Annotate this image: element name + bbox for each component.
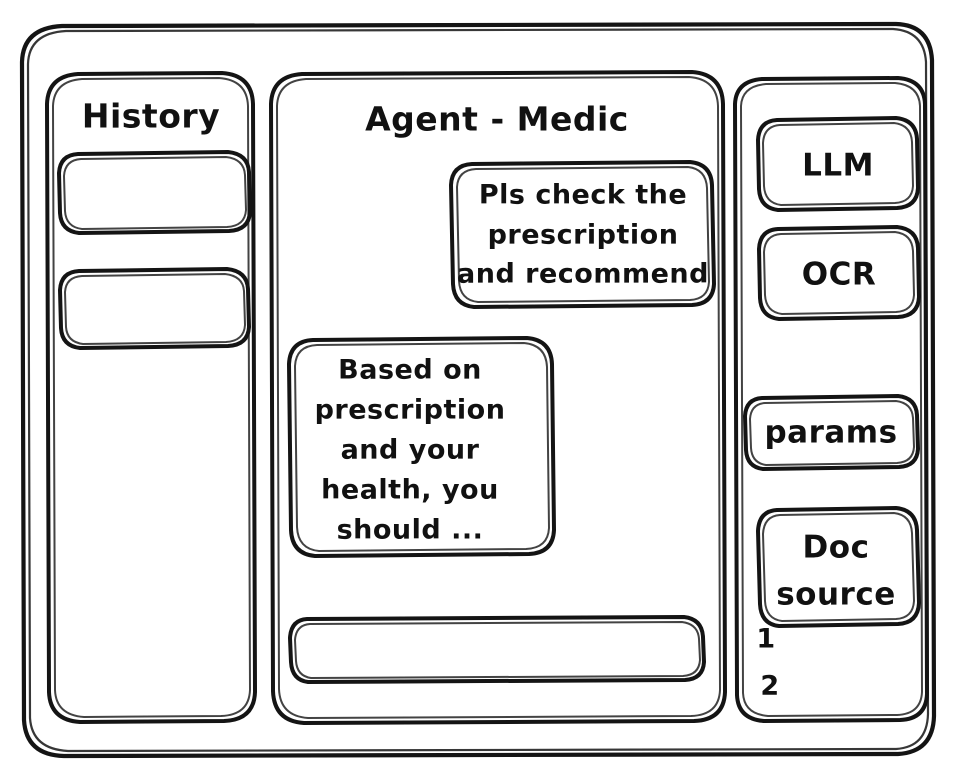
doc-source-item-hit[interactable] — [752, 668, 812, 704]
main-panel-title: Agent - Medic — [365, 100, 629, 139]
doc-source-item-label: 2 — [760, 671, 779, 702]
tool-card-line: source — [776, 577, 896, 613]
message-line: Based on — [338, 355, 482, 386]
doc-source-item-label: 1 — [756, 624, 775, 655]
message-line: Pls check the — [479, 180, 687, 211]
tool-card-params[interactable]: params — [743, 394, 920, 471]
message-bubble-assistant: Based on prescription and your health, y… — [287, 336, 556, 558]
doc-source-item-hit[interactable] — [750, 622, 810, 658]
history-item-2[interactable] — [58, 267, 251, 350]
history-panel — [45, 71, 257, 724]
tool-card-line: Doc — [803, 530, 870, 566]
message-line: should ... — [337, 515, 484, 546]
message-line: health, you — [321, 475, 499, 506]
message-line: and recommend — [457, 259, 709, 290]
message-line: prescription — [488, 220, 679, 251]
tool-card-llm[interactable]: LLM — [756, 116, 920, 212]
message-line: prescription — [315, 395, 506, 426]
tools-panel — [733, 76, 929, 723]
message-line: and your — [341, 435, 480, 466]
doc-source-item-2[interactable]: 2 — [752, 668, 812, 704]
composer-input-field[interactable] — [290, 617, 705, 683]
tool-card-doc-source[interactable]: Doc source — [756, 506, 921, 628]
history-item-label[interactable] — [59, 152, 251, 234]
history-title: History — [82, 97, 220, 136]
tool-card-ocr[interactable]: OCR — [757, 225, 921, 321]
history-item-1[interactable] — [57, 150, 252, 235]
tool-card-label: params — [764, 415, 897, 451]
main-panel — [269, 70, 727, 725]
window-frame — [19, 21, 937, 759]
message-bubble-user: Pls check the prescription and recommend — [449, 160, 716, 309]
tool-card-label: OCR — [802, 257, 876, 293]
doc-source-item-1[interactable]: 1 — [750, 622, 810, 658]
history-item-label[interactable] — [60, 269, 250, 349]
tool-card-label: LLM — [802, 148, 874, 184]
composer-input[interactable] — [288, 615, 706, 684]
